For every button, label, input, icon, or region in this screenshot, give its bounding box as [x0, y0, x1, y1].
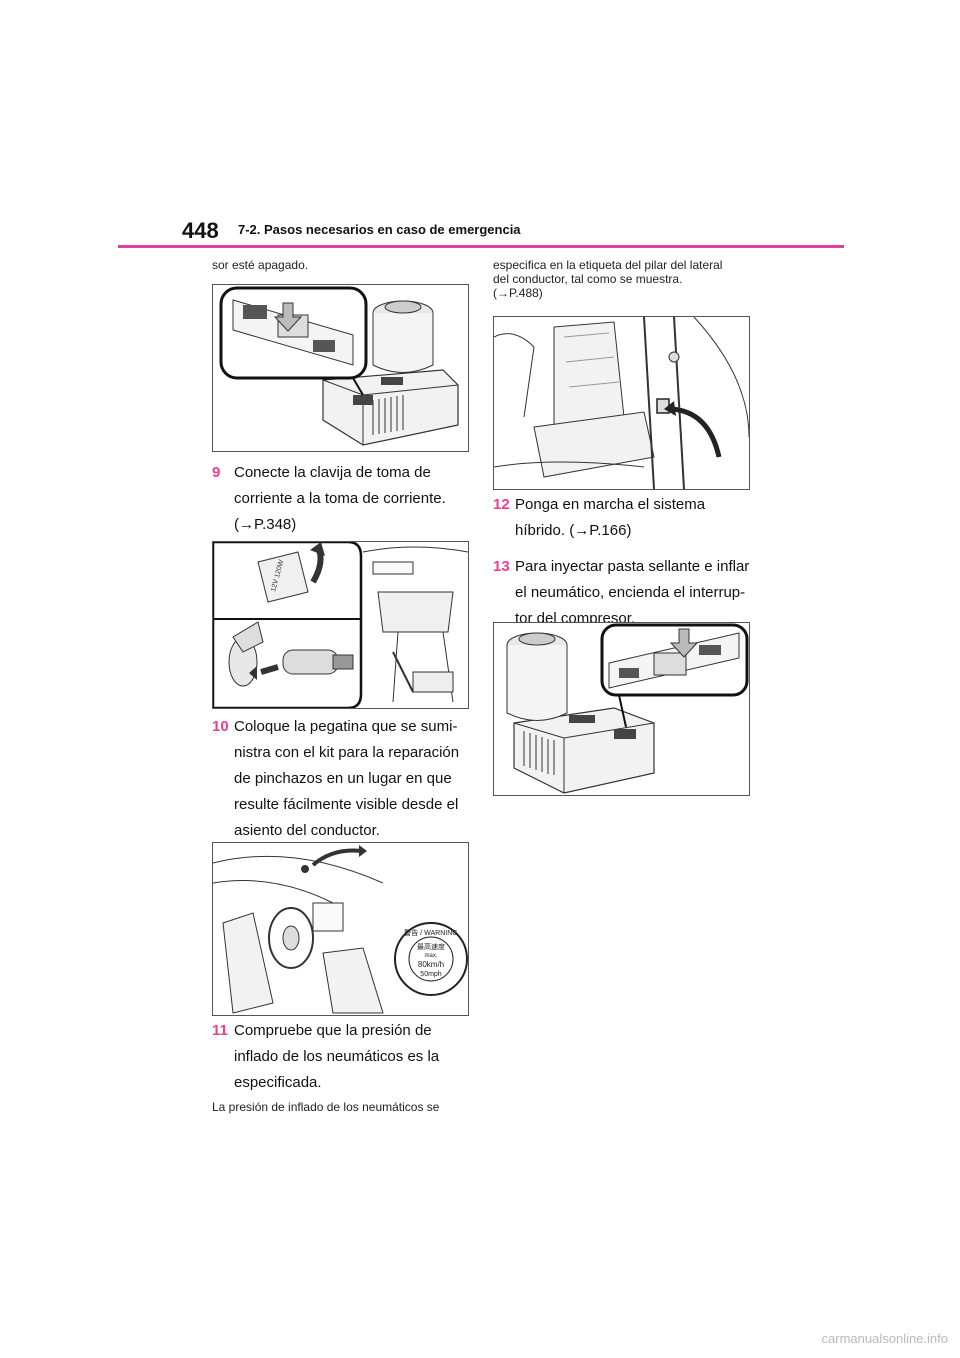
step-9: 9 Conecte la clavija de toma de corrient…: [212, 460, 482, 540]
step-number: 10: [212, 718, 229, 735]
step-line: híbrido. (→P.166): [515, 522, 632, 539]
step-13: 13 Para inyectar pasta sellante e inflar…: [493, 554, 763, 634]
sticker-line-4: 50mph: [420, 971, 442, 978]
sticker-line-3: 80km/h: [418, 960, 444, 969]
step-number: 12: [493, 496, 510, 513]
bottom-text: La presión de inflado de los neumáticos …: [212, 1100, 440, 1114]
step-line: (→P.348): [234, 516, 297, 533]
step-line: de pinchazos en un lugar en que: [234, 770, 452, 787]
watermark: carmanualsonline.info: [821, 1331, 948, 1346]
figure-power-outlet: 12V 120W: [212, 541, 469, 709]
header-divider: [118, 245, 844, 248]
step-number: 13: [493, 558, 510, 575]
figure-sticker-placement: 警告 / WARNING 最高速度 max. 80km/h 50mph: [212, 842, 469, 1016]
step-line: nistra con el kit para la reparación: [234, 744, 460, 761]
sticker-line-1: 最高速度: [417, 942, 445, 951]
step-line: el neumático, encienda el interrup-: [515, 584, 746, 601]
step-line: inflado de los neumáticos es la: [234, 1048, 440, 1065]
step-10: 10 Coloque la pegatina que se sumi- nist…: [212, 714, 482, 846]
figure-compressor-switch-off: [212, 284, 469, 452]
sticker-warning-text: 警告 / WARNING: [404, 928, 457, 937]
step-number: 9: [212, 464, 221, 481]
step-12: 12 Ponga en marcha el sistema híbrido. (…: [493, 492, 763, 547]
intro-text: sor esté apagado.: [212, 258, 309, 272]
right-intro: especifica en la etiqueta del pilar del …: [493, 258, 753, 300]
step-11: 11 Compruebe que la presión de inflado d…: [212, 1018, 482, 1098]
step-line: Ponga en marcha el sistema: [515, 496, 706, 513]
step-line: Compruebe que la presión de: [234, 1022, 432, 1039]
figure-compressor-switch-on: [493, 622, 750, 796]
step-line: asiento del conductor.: [234, 822, 380, 839]
intro-line: (→P.488): [493, 286, 543, 300]
step-line: Para inyectar pasta sellante e inflar: [515, 558, 750, 575]
step-line: especificada.: [234, 1074, 322, 1091]
step-line: Conecte la clavija de toma de: [234, 464, 431, 481]
intro-line: especifica en la etiqueta del pilar del …: [493, 258, 723, 272]
step-line: corriente a la toma de corriente.: [234, 490, 446, 507]
step-number: 11: [212, 1022, 228, 1039]
intro-line: del conductor, tal como se muestra.: [493, 272, 683, 286]
sticker-line-2: max.: [424, 953, 437, 959]
step-line: resulte fácilmente visible desde el: [234, 796, 459, 813]
figure-door-pillar-label: [493, 316, 750, 490]
step-line: Coloque la pegatina que se sumi-: [234, 718, 458, 735]
chapter-title: 7-2. Pasos necesarios en caso de emergen…: [238, 222, 521, 237]
page-number: 448: [182, 218, 219, 243]
